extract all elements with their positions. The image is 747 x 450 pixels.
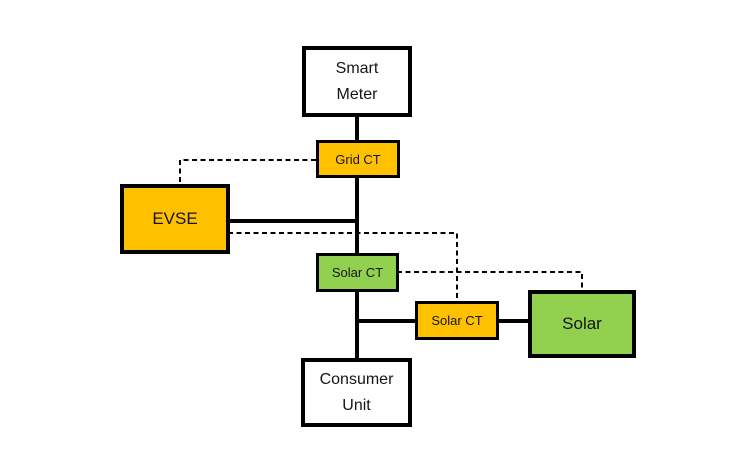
ctwire-solarct-solar <box>397 271 583 292</box>
solar-label: Solar <box>562 314 602 333</box>
evse-node: EVSE <box>120 184 230 254</box>
solar-ct-branch-label: Solar CT <box>431 313 483 328</box>
evse-label: EVSE <box>152 209 198 228</box>
ctwire-gridct-evse <box>179 159 316 186</box>
solar-node: Solar <box>528 290 636 358</box>
grid-ct-label: Grid CT <box>335 151 381 167</box>
consumer-unit-label-line2: Unit <box>342 396 371 414</box>
solar-ct-branch-node: Solar CT <box>415 301 499 340</box>
smart-meter-label-line2: Meter <box>336 85 378 103</box>
consumer-unit-label-line1: Consumer <box>319 370 394 388</box>
smart-meter-node: Smart Meter <box>302 46 412 117</box>
smart-meter-label-line1: Smart <box>335 59 379 77</box>
solar-ct-main-node: Solar CT <box>316 253 399 292</box>
solar-ct-main-label: Solar CT <box>331 265 384 280</box>
grid-ct-node: Grid CT <box>316 140 400 178</box>
consumer-unit-node: Consumer Unit <box>301 358 412 427</box>
ctwire-evse-solarctbranch <box>228 232 458 303</box>
